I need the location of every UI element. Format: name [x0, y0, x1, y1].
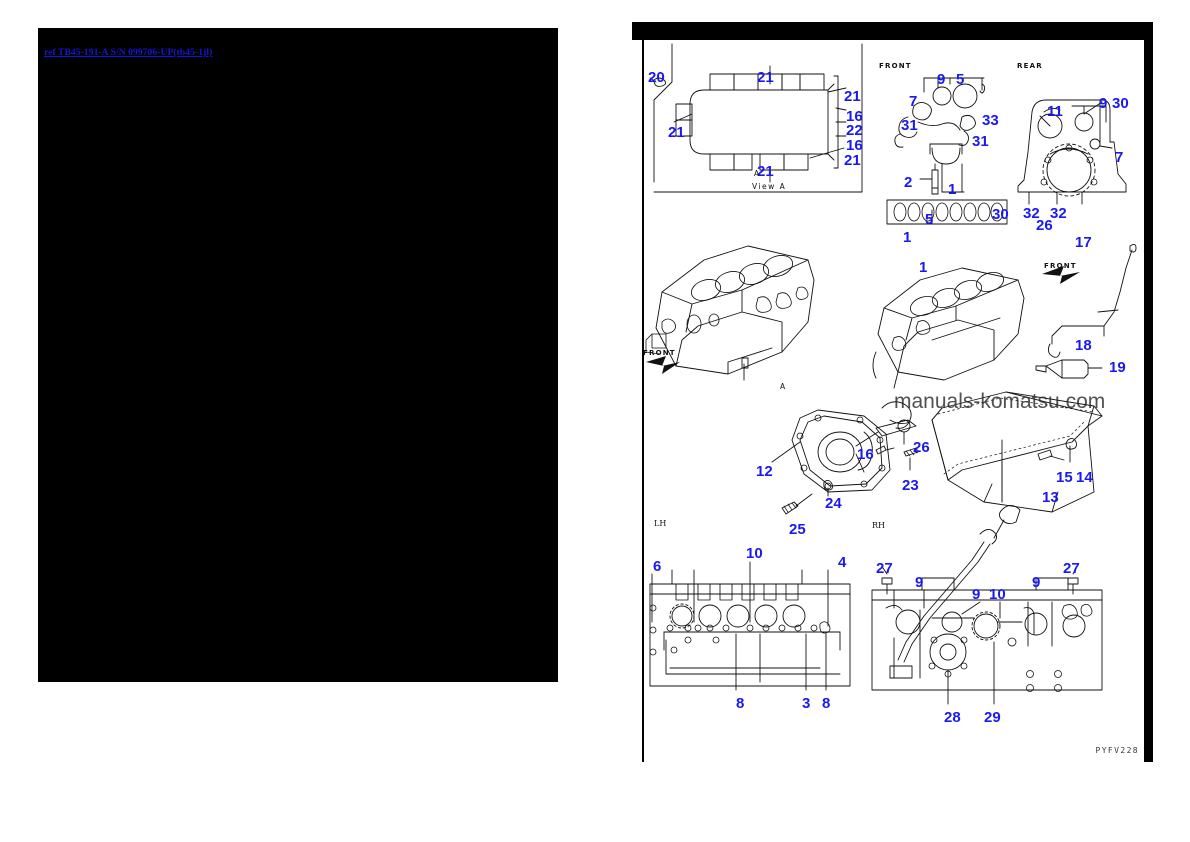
part-callout-21: 21 — [757, 69, 774, 86]
section-label-rh-1: RH — [872, 521, 885, 530]
part-callout-27: 27 — [876, 560, 893, 577]
orientation-label-rear-1: REAR — [1017, 62, 1043, 70]
part-callout-30: 30 — [992, 206, 1009, 223]
part-callout-9: 9 — [972, 586, 981, 603]
part-callout-23: 23 — [902, 477, 919, 494]
part-callout-16: 16 — [857, 446, 874, 463]
part-callout-27: 27 — [1063, 560, 1080, 577]
view-label-view-a-0: View A — [752, 182, 787, 191]
part-callout-2: 2 — [904, 174, 913, 191]
part-callout-22: 22 — [846, 122, 863, 139]
part-callout-17: 17 — [1075, 234, 1092, 251]
part-callout-26: 26 — [1036, 217, 1053, 234]
part-callout-16: 16 — [846, 108, 863, 125]
part-callout-10: 10 — [746, 545, 763, 562]
part-callout-1: 1 — [919, 259, 928, 276]
part-callout-12: 12 — [756, 463, 773, 480]
part-callout-9: 9 — [1032, 574, 1041, 591]
part-callout-4: 4 — [838, 554, 847, 571]
part-callout-5: 5 — [956, 71, 965, 88]
part-callout-32: 32 — [1050, 205, 1067, 222]
part-callout-6: 6 — [653, 558, 662, 575]
view-label-a-1: A — [754, 169, 761, 178]
left-black-panel: ref TB45-191-A S/N 099706-UP(tb45-1jl) — [38, 28, 558, 682]
part-callout-5: 5 — [925, 211, 934, 228]
part-callout-9: 9 — [937, 71, 946, 88]
part-callout-14: 14 — [1076, 469, 1093, 486]
part-callout-30: 30 — [1112, 95, 1129, 112]
part-callout-29: 29 — [984, 709, 1001, 726]
orientation-label-front-2: FRONT — [643, 349, 676, 357]
part-callout-11: 11 — [1047, 103, 1063, 120]
part-callout-8: 8 — [736, 695, 745, 712]
part-callout-3: 3 — [802, 695, 811, 712]
part-callout-28: 28 — [944, 709, 961, 726]
part-callout-24: 24 — [825, 495, 842, 512]
part-callout-15: 15 — [1056, 469, 1073, 486]
part-callout-19: 19 — [1109, 359, 1126, 376]
reference-document-link[interactable]: ref TB45-191-A S/N 099706-UP(tb45-1jl) — [44, 48, 213, 58]
part-callout-1: 1 — [903, 229, 912, 246]
part-callout-7: 7 — [1115, 149, 1124, 166]
part-callout-20: 20 — [648, 69, 665, 86]
diagram-frame-top-bar — [632, 22, 1153, 40]
part-callout-1: 1 — [948, 181, 957, 198]
sheet-code-label: PYFV228 — [1095, 746, 1139, 755]
part-callout-21: 21 — [668, 124, 685, 141]
engine-parts-line-drawing — [645, 43, 1137, 705]
part-callout-10: 10 — [989, 586, 1006, 603]
part-callout-9: 9 — [915, 574, 924, 591]
part-callout-31: 31 — [972, 133, 989, 150]
view-label-a-2: A — [780, 382, 787, 391]
part-callout-16: 16 — [846, 137, 863, 154]
part-callout-13: 13 — [1042, 489, 1059, 506]
part-callout-8: 8 — [822, 695, 831, 712]
section-label-lh-0: LH — [654, 519, 667, 528]
orientation-label-front-0: FRONT — [879, 62, 912, 70]
part-callout-21: 21 — [757, 163, 774, 180]
part-callout-33: 33 — [982, 112, 999, 129]
part-callout-18: 18 — [1075, 337, 1092, 354]
part-callout-9: 9 — [1099, 95, 1108, 112]
part-callout-21: 21 — [844, 88, 861, 105]
orientation-label-front-3: FRONT — [1044, 262, 1077, 270]
part-callout-7: 7 — [909, 93, 918, 110]
part-callout-25: 25 — [789, 521, 806, 538]
part-callout-32: 32 — [1023, 205, 1040, 222]
diagram-frame-right-bar — [1144, 22, 1153, 762]
part-callout-21: 21 — [844, 152, 861, 169]
part-callout-31: 31 — [901, 117, 918, 134]
diagram-frame-left-bar — [642, 40, 644, 762]
part-callout-26: 26 — [913, 439, 930, 456]
